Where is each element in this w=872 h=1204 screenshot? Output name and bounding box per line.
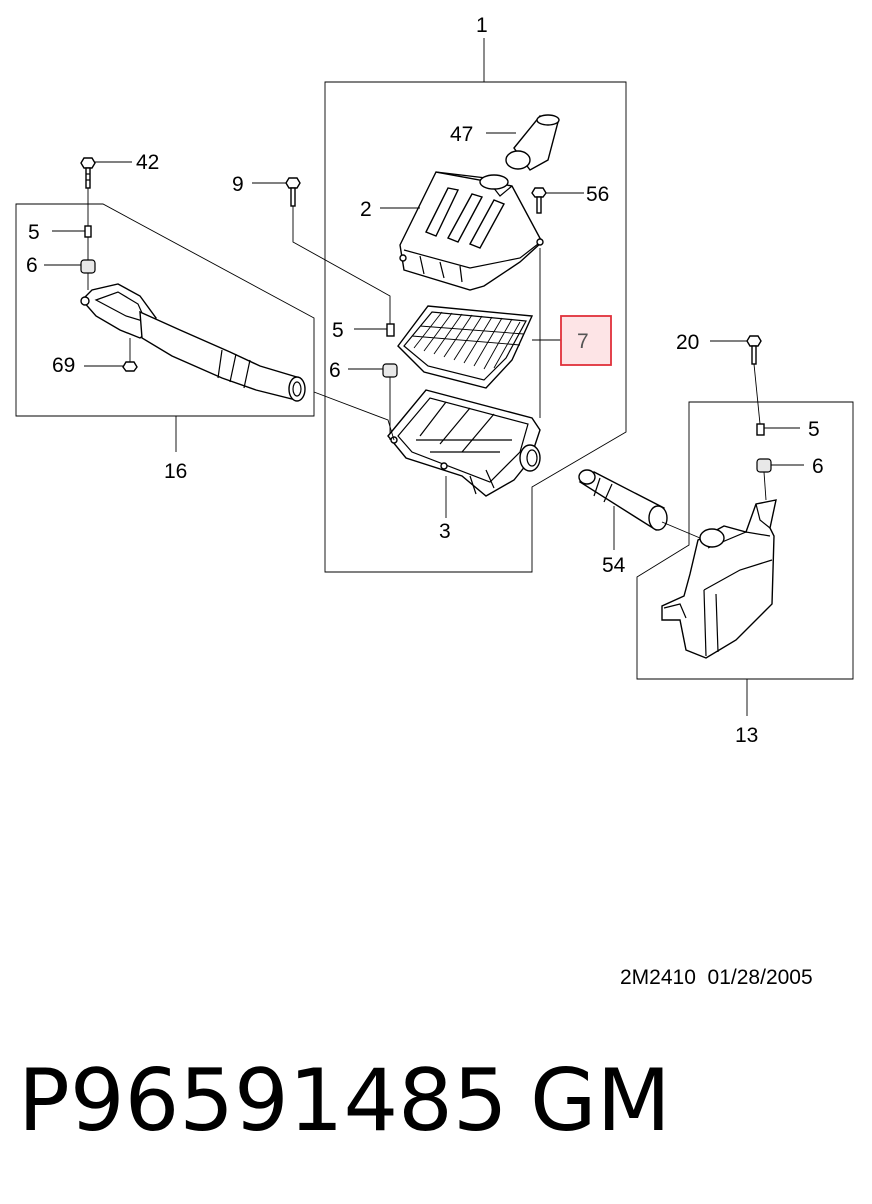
part-number: P96591485 (18, 1051, 508, 1151)
callout-69: 69 (52, 354, 75, 377)
grommet-6-right (756, 458, 772, 473)
callout-5-right: 5 (808, 418, 820, 441)
grommet-6-mid (382, 363, 398, 378)
leader-bolt-9 (292, 206, 391, 324)
bolt-9 (285, 177, 301, 207)
highlight-box (560, 315, 612, 366)
air-filter-element (397, 305, 534, 389)
pin-5-mid (386, 323, 395, 337)
diagram-code: 2M2410 01/28/2005 (620, 966, 813, 989)
callout-2: 2 (360, 198, 372, 221)
callout-1: 1 (476, 14, 488, 37)
callout-56: 56 (586, 183, 609, 206)
callout-54: 54 (602, 554, 626, 577)
callout-20: 20 (676, 331, 699, 354)
callout-5-mid: 5 (332, 319, 344, 342)
callout-13: 13 (735, 724, 758, 747)
group-16-frame (15, 203, 315, 417)
air-cleaner-lower-housing (387, 389, 541, 497)
pin-5-left (84, 225, 92, 238)
nut-69 (122, 361, 138, 372)
group-1-frame (324, 81, 627, 573)
callout-6-right: 6 (812, 455, 824, 478)
leader-duct-to-housing (313, 391, 395, 441)
air-cleaner-upper-housing (399, 171, 544, 291)
bolt-42 (80, 157, 96, 189)
callout-6-mid: 6 (329, 359, 341, 382)
brand-name: GM (530, 1051, 671, 1151)
bolt-20 (746, 335, 762, 365)
callout-7: 7 (577, 330, 589, 353)
callout-16: 16 (164, 460, 187, 483)
callout-47: 47 (450, 123, 473, 146)
grommet-6-left (80, 259, 96, 274)
callouts: 1 2 3 5 5 5 6 6 6 7 9 13 16 20 42 47 54 … (26, 14, 824, 747)
callout-42: 42 (136, 151, 159, 174)
duct-47 (505, 114, 560, 171)
hose-54 (578, 469, 668, 532)
callout-5-left: 5 (28, 221, 40, 244)
callout-9: 9 (232, 173, 244, 196)
callout-6-left: 6 (26, 254, 38, 277)
bolt-56 (531, 187, 547, 214)
intake-duct (80, 283, 306, 402)
group-13-frame (636, 401, 854, 680)
pin-5-right (756, 423, 765, 436)
callout-7-highlight: 7 (560, 315, 612, 366)
callout-3: 3 (439, 520, 451, 543)
resonator (661, 499, 777, 659)
